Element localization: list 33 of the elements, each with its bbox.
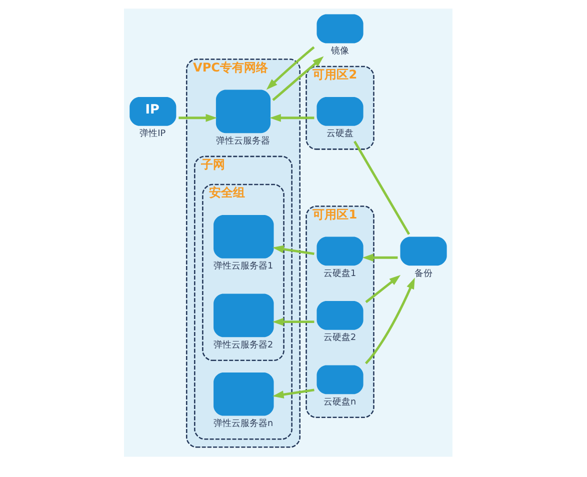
arrow bbox=[272, 56, 324, 101]
arrow bbox=[272, 318, 314, 326]
node-box bbox=[316, 300, 363, 330]
node-label: 弹性云服务器n bbox=[213, 419, 273, 430]
node-box: IP bbox=[129, 97, 176, 126]
node-label: 云硬盘2 bbox=[323, 333, 356, 344]
node-box bbox=[213, 372, 274, 416]
arrow bbox=[272, 245, 314, 255]
arrow bbox=[178, 114, 217, 122]
arrow bbox=[266, 46, 314, 90]
node-box bbox=[213, 215, 274, 258]
node-label: 云硬盘 bbox=[326, 129, 353, 140]
node-box bbox=[316, 236, 363, 266]
node-label: 弹性云服务器1 bbox=[213, 262, 273, 272]
arrow bbox=[364, 278, 414, 364]
node-label: 弹性IP bbox=[139, 129, 166, 140]
node-label: 备份 bbox=[414, 268, 432, 279]
node-label: 云硬盘1 bbox=[323, 268, 356, 279]
node-label: 镜像 bbox=[330, 46, 348, 56]
arrow bbox=[269, 114, 314, 122]
node-box bbox=[215, 90, 270, 134]
node-box bbox=[316, 365, 363, 394]
arrow bbox=[272, 388, 314, 398]
node-box bbox=[400, 236, 446, 266]
node-box bbox=[213, 294, 274, 338]
connector bbox=[353, 140, 410, 235]
arrow bbox=[364, 275, 400, 304]
arrow bbox=[362, 254, 398, 262]
node-label: 云硬盘n bbox=[323, 397, 356, 408]
node-label: 弹性云服务器2 bbox=[213, 340, 273, 350]
node-label: 弹性云服务器 bbox=[215, 136, 270, 146]
node-box bbox=[316, 14, 363, 44]
node-box bbox=[316, 97, 363, 126]
